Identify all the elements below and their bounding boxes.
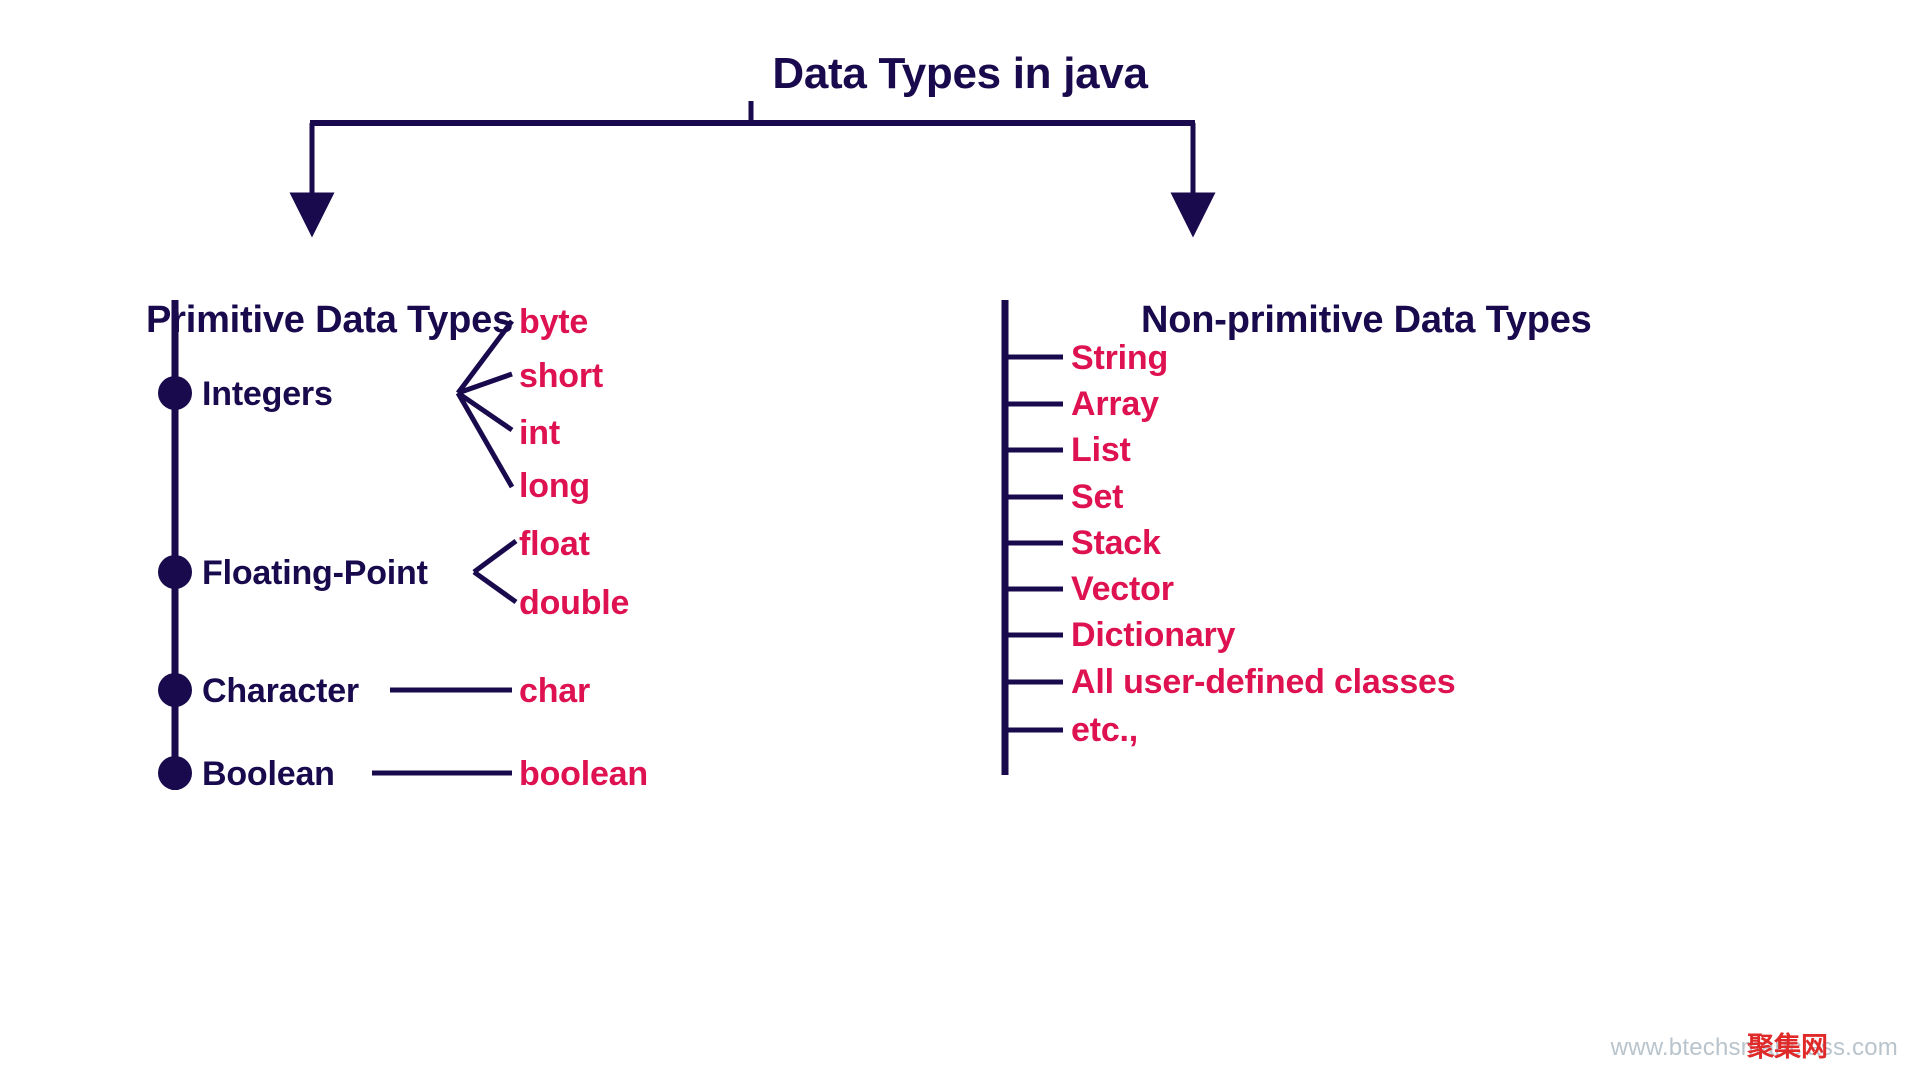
node-dot-floating-point [158, 555, 192, 589]
np-item-set: Set [1071, 478, 1124, 516]
node-dot-boolean [158, 756, 192, 790]
leaf-type-float: float [519, 525, 590, 563]
wire-floating-double [472, 569, 518, 605]
np-item-array: Array [1071, 385, 1159, 423]
np-item-string: String [1071, 339, 1169, 377]
np-item-user-defined-classes: All user-defined classes [1071, 663, 1456, 701]
leaf-type-byte: byte [519, 303, 589, 341]
watermark-overlay: 聚集网 [1747, 1032, 1828, 1062]
node-dot-character [158, 673, 192, 707]
leaf-type-int: int [519, 414, 560, 452]
np-item-vector: Vector [1071, 570, 1174, 608]
wire-integers-long [455, 391, 515, 489]
page-title: Data Types in java [772, 49, 1148, 98]
wire-integers-int [456, 390, 514, 433]
np-item-dictionary: Dictionary [1071, 616, 1236, 654]
branch-heading-primitive: Primitive Data Types [146, 299, 514, 341]
wire-floating-float [472, 538, 518, 575]
category-character: Character [202, 672, 359, 710]
leaf-type-char: char [519, 672, 591, 710]
leaf-type-short: short [519, 357, 604, 395]
category-boolean: Boolean [202, 755, 335, 793]
category-floating-point: Floating-Point [202, 554, 428, 592]
np-item-stack: Stack [1071, 524, 1161, 562]
leaf-type-long: long [519, 467, 590, 505]
wire-integers-short [457, 371, 513, 396]
category-integers: Integers [202, 375, 333, 413]
watermark-url: www.btechsmartclass.com [1610, 1034, 1898, 1061]
np-item-list: List [1071, 431, 1131, 469]
leaf-type-double: double [519, 584, 630, 622]
leaf-type-boolean: boolean [519, 755, 648, 793]
np-item-etc: etc., [1071, 711, 1139, 749]
branch-heading-non-primitive: Non-primitive Data Types [1141, 299, 1592, 341]
node-dot-integers [158, 376, 192, 410]
